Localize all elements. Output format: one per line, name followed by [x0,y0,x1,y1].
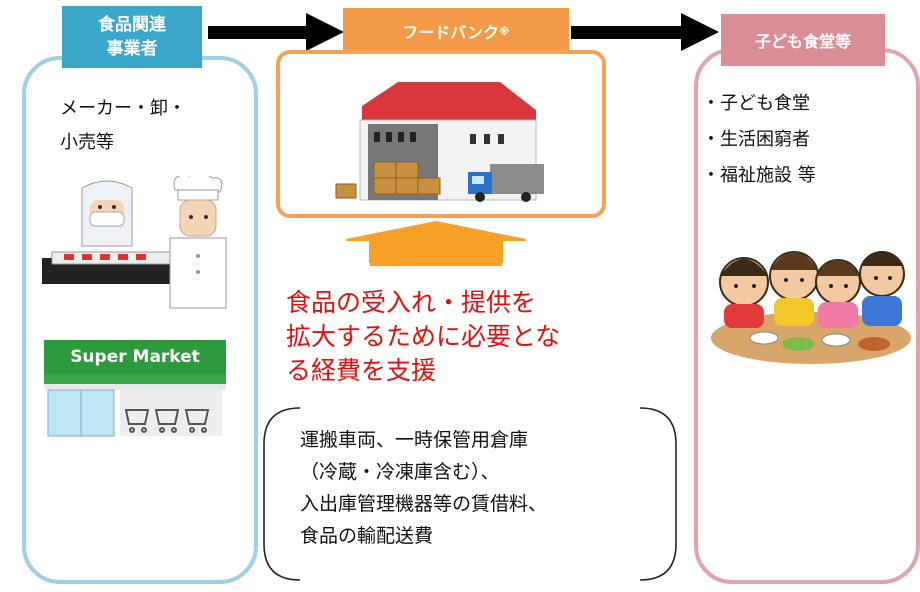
food-workers-illustration [42,176,227,309]
supermarket-illustration: Super Market [44,340,226,438]
arrow-foodbank-to-recipient [571,13,719,51]
supplier-title-line1: 食品関連 [98,15,166,35]
recipient-item-welfare: ・福祉施設 等 [702,165,816,186]
storefront-icon [44,374,226,437]
foodbank-title: フードバンク [402,23,500,42]
recipient-header: 子ども食堂等 [721,14,885,66]
arrow-supplier-to-foodbank [208,13,344,51]
recipient-item-needy: ・生活困窮者 [702,129,810,150]
expenses-brackets [263,407,677,581]
warehouse-illustration [335,82,544,202]
supplier-title-line2: 事業者 [106,39,158,59]
expenses-line1: 運搬車両、一時保管用倉庫 [300,429,529,451]
support-up-arrow [345,220,527,266]
supplier-header: 食品関連 事業者 [62,6,202,68]
expenses-line2: （冷蔵・冷凍庫含む）、 [300,461,500,483]
supermarket-sign: Super Market [44,340,226,374]
recipient-item-children-cafeteria: ・子ども食堂 [702,93,810,114]
support-line2: 拡大するために必要とな [286,322,561,351]
expenses-description: 運搬車両、一時保管用倉庫 （冷蔵・冷凍庫含む）、 入出庫管理機器等の賃借料、 食… [300,424,547,552]
supplier-desc-line2: 小売等 [60,132,114,153]
expenses-line3: 入出庫管理機器等の賃借料、 [300,493,548,515]
children-eating-illustration [711,251,911,364]
foodbank-panel [276,50,606,218]
recipient-list: ・子ども食堂 ・生活困窮者 ・福祉施設 等 [702,86,816,194]
support-description: 食品の受入れ・提供を 拡大するために必要とな る経費を支援 [286,286,560,388]
supplier-description: メーカー・卸・ 小売等 [60,96,186,156]
support-line3: る経費を支援 [286,356,437,385]
support-line1: 食品の受入れ・提供を [286,288,537,317]
foodbank-note-mark: ※ [499,24,510,38]
expenses-line4: 食品の輸配送費 [300,525,434,547]
supplier-desc-line1: メーカー・卸・ [60,98,186,119]
foodbank-header: フードバンク ※ [343,8,569,54]
recipient-title: 子ども食堂等 [754,32,851,51]
supermarket-sign-text: Super Market [70,347,200,367]
